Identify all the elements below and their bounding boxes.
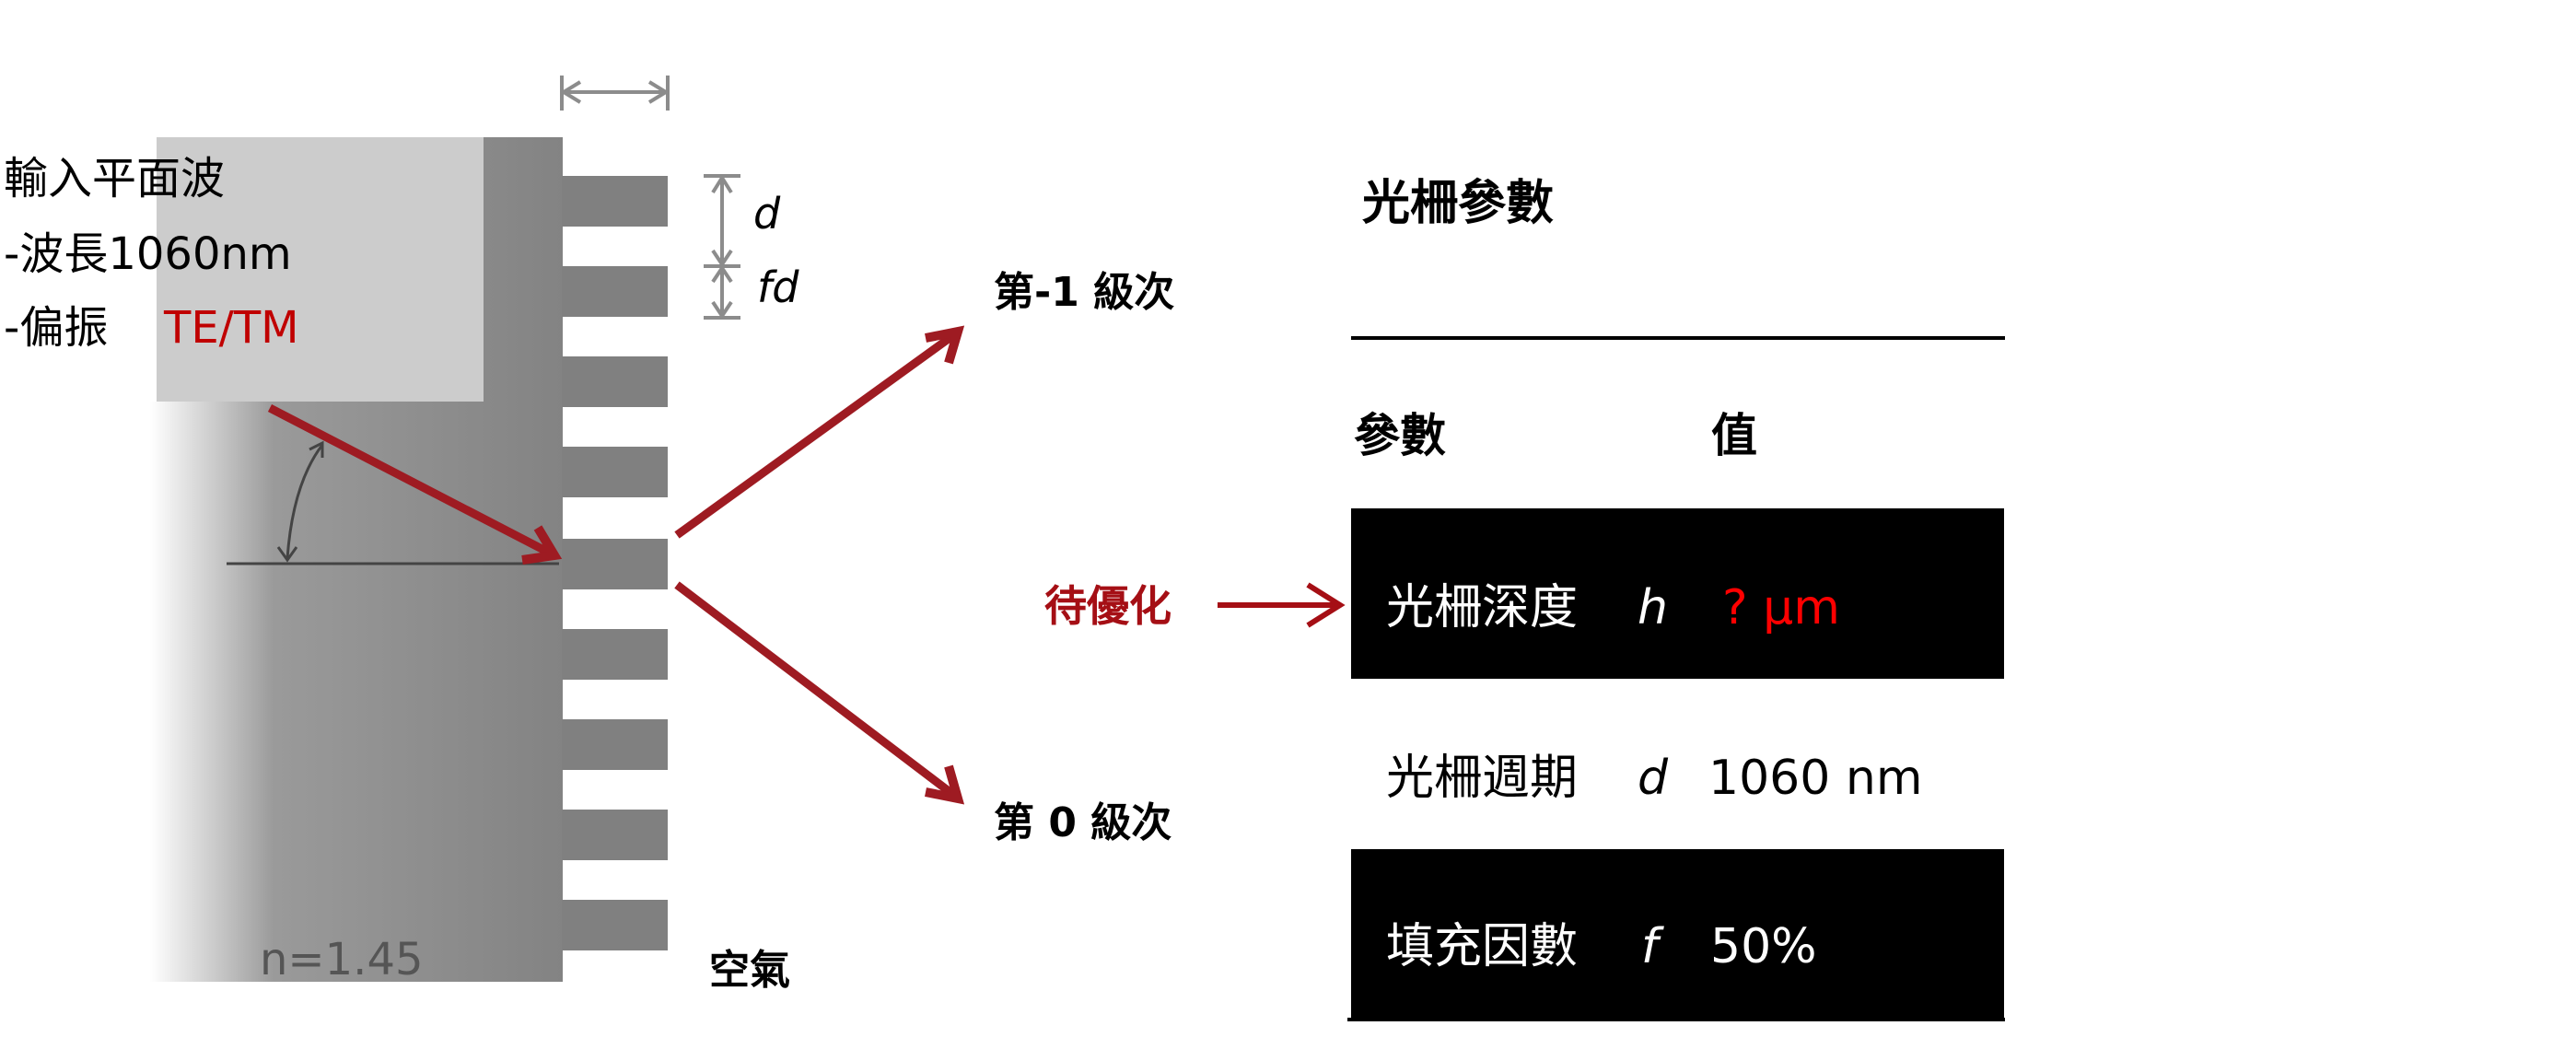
input-label-box xyxy=(150,137,484,402)
order-zero-label: 第 0 級次 xyxy=(994,799,1171,846)
row-period-name: 光柵週期 xyxy=(1386,751,1578,806)
input-title: 輸入平面波 xyxy=(4,153,225,204)
depth-dimension-arrow xyxy=(560,76,670,111)
row-depth-value: ? µm xyxy=(1722,580,1840,635)
period-symbol: d xyxy=(753,189,781,239)
air-label: 空氣 xyxy=(709,947,790,994)
row-highlight-depth xyxy=(1351,508,2004,679)
row-depth-name: 光柵深度 xyxy=(1386,580,1578,635)
incident-arrow xyxy=(267,404,563,565)
optimize-arrow xyxy=(1218,582,1346,628)
header-param: 參數 xyxy=(1354,409,1446,462)
order-minus-one-arrow xyxy=(674,325,965,539)
row-fill-name: 填充因數 xyxy=(1386,919,1578,974)
angle-arc xyxy=(286,444,324,559)
row-highlight-fill xyxy=(1351,849,2004,1020)
order-minus-one-label: 第-1 級次 xyxy=(994,269,1174,316)
order-zero-arrow xyxy=(674,581,965,805)
optimize-label: 待優化 xyxy=(1044,581,1171,631)
period-dimension-arrow xyxy=(704,174,740,320)
row-period-value: 1060 nm xyxy=(1708,751,1922,806)
substrate-index: n=1.45 xyxy=(260,934,424,985)
input-polarization-label: -偏振 xyxy=(4,302,108,354)
fill-symbol: fd xyxy=(757,262,799,312)
row-fill-value: 50% xyxy=(1710,919,1817,974)
header-value: 值 xyxy=(1711,409,1757,462)
input-wavelength: -波長1060nm xyxy=(4,228,292,280)
input-polarization-value: TE/TM xyxy=(163,302,299,354)
table-title: 光柵參數 xyxy=(1362,176,1554,231)
row-period-symbol: d xyxy=(1638,751,1669,806)
row-depth-symbol: h xyxy=(1638,580,1668,635)
grating-teeth xyxy=(562,176,668,950)
